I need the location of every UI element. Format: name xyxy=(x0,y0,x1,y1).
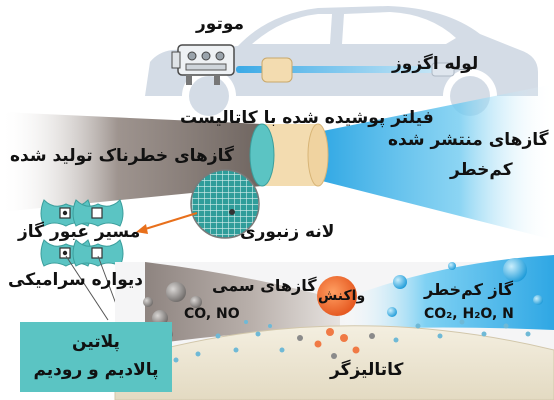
label-low-risk-formula: CO₂, H₂O, N xyxy=(424,306,514,322)
blue-molecule xyxy=(533,295,543,305)
label-honeycomb: لانه زنبوری xyxy=(240,222,335,242)
catalyst-particles xyxy=(149,319,531,369)
gray-molecule xyxy=(166,282,186,302)
label-motor: موتور xyxy=(196,14,245,34)
toxic-smoke xyxy=(145,262,340,345)
blue-molecule xyxy=(393,275,407,289)
ceramic-pointer-1 xyxy=(65,255,109,321)
blue-molecule xyxy=(387,307,397,317)
catalytic-filter-cylinder xyxy=(249,123,329,187)
metals-line-1: پلاتین xyxy=(72,332,120,352)
blue-molecule xyxy=(503,258,527,282)
metals-line-2: پالادیم و رودیم xyxy=(33,360,159,380)
gray-molecule xyxy=(190,296,202,308)
label-reaction: واکنش xyxy=(318,288,366,304)
engine-icon xyxy=(171,44,235,85)
label-low-risk-gas: گاز کم‌خطر xyxy=(424,280,514,299)
label-catalytic-filter: فیلتر پوشیده شده با کاتالیست xyxy=(180,108,434,128)
label-ceramic-wall: دیواره سرامیکی xyxy=(8,270,144,290)
blue-molecule xyxy=(448,262,456,270)
label-harmful-gases: گازهای خطرناک تولید شده xyxy=(10,146,234,166)
reaction-ball xyxy=(317,276,357,316)
clean-gas-plume xyxy=(318,84,554,240)
honeycomb-circle xyxy=(190,169,260,239)
mini-catalytic-converter xyxy=(261,57,293,83)
car-window-rear xyxy=(342,12,456,44)
label-exhaust-pipe: لوله اگزوز xyxy=(392,54,479,74)
zoom-arrow xyxy=(141,212,198,231)
label-emitted-gases-2: کم‌خطر xyxy=(450,160,513,180)
label-toxic-gases: گازهای سمی xyxy=(212,276,317,295)
label-emitted-gases-1: گازهای منتشر شده xyxy=(388,130,549,150)
gray-molecule xyxy=(143,297,153,307)
label-toxic-formula: CO, NO xyxy=(184,306,240,322)
label-gas-path: مسیر عبور گاز xyxy=(18,222,141,242)
metals-box: پلاتین پالادیم و رودیم xyxy=(20,322,172,392)
label-catalyst: کاتالیزگر xyxy=(330,360,404,380)
car-window-front xyxy=(252,14,332,44)
